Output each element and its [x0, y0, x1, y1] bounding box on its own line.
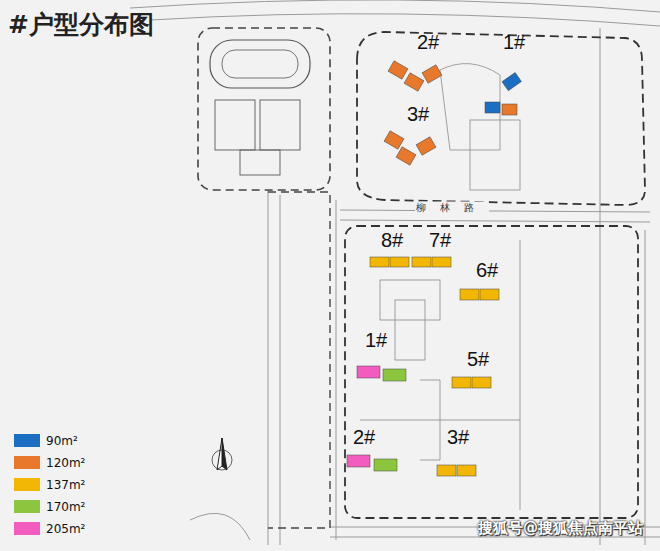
building-number: 7#: [429, 230, 451, 250]
legend-swatch: [14, 522, 40, 535]
legend-swatch: [14, 456, 40, 469]
legend-text: 90m²: [46, 434, 78, 448]
watermark: 搜狐号@搜狐焦点南平站: [478, 521, 643, 536]
building-number: 8#: [381, 230, 403, 250]
legend-swatch: [14, 478, 40, 491]
legend-item: 137m²: [14, 476, 85, 493]
legend-swatch: [14, 500, 40, 513]
legend-text: 170m²: [46, 500, 85, 514]
building-number: 6#: [476, 260, 498, 280]
legend-text: 137m²: [46, 478, 85, 492]
building-number: 1#: [365, 330, 387, 350]
road-name: 柳林路: [415, 202, 489, 213]
legend-item: 205m²: [14, 520, 85, 537]
map-title: #户型分布图: [8, 8, 154, 41]
legend-item: 90m²: [14, 432, 78, 449]
building-number: 2#: [353, 427, 375, 447]
legend-item: 120m²: [14, 454, 85, 471]
legend-text: 205m²: [46, 522, 85, 536]
building-number: 3#: [407, 104, 429, 124]
legend-item: 170m²: [14, 498, 85, 515]
legend-text: 120m²: [46, 456, 85, 470]
building-number: 3#: [447, 427, 469, 447]
legend-swatch: [14, 434, 40, 447]
building-number: 2#: [417, 32, 439, 52]
building-number: 1#: [503, 32, 525, 52]
building-number: 5#: [467, 349, 489, 369]
